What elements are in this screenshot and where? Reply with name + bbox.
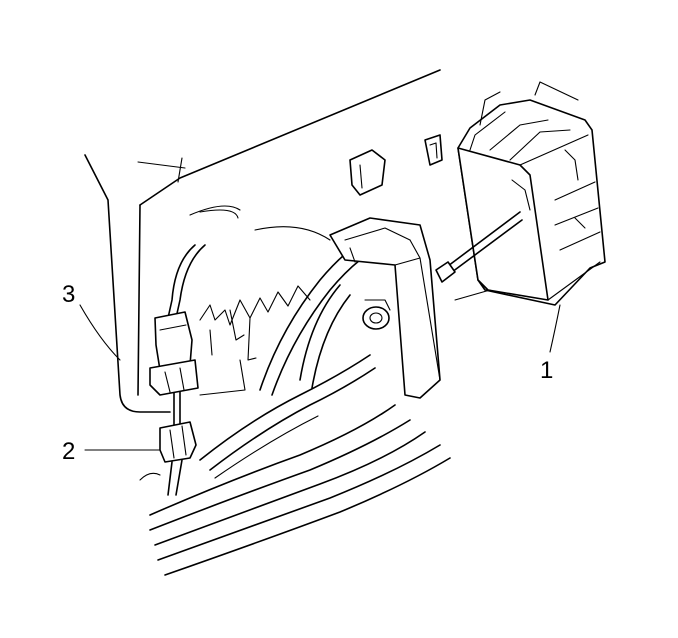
electrical-module bbox=[435, 81, 606, 306]
harness-retainer-clip bbox=[329, 217, 441, 399]
callout-2: 2 bbox=[62, 438, 161, 465]
inline-connector-top bbox=[149, 311, 199, 396]
callout-label-2: 2 bbox=[62, 438, 75, 465]
callout-label-3: 3 bbox=[62, 281, 75, 308]
inline-connector-bottom bbox=[159, 421, 197, 496]
panel-outline bbox=[84, 69, 443, 413]
callout-1: 1 bbox=[540, 304, 561, 384]
callout-label-1: 1 bbox=[540, 357, 553, 384]
callout-3: 3 bbox=[62, 281, 121, 361]
wire-harness-bundle bbox=[139, 249, 451, 576]
panel-connector-slots bbox=[199, 285, 311, 396]
pigtail-wire bbox=[167, 244, 206, 426]
